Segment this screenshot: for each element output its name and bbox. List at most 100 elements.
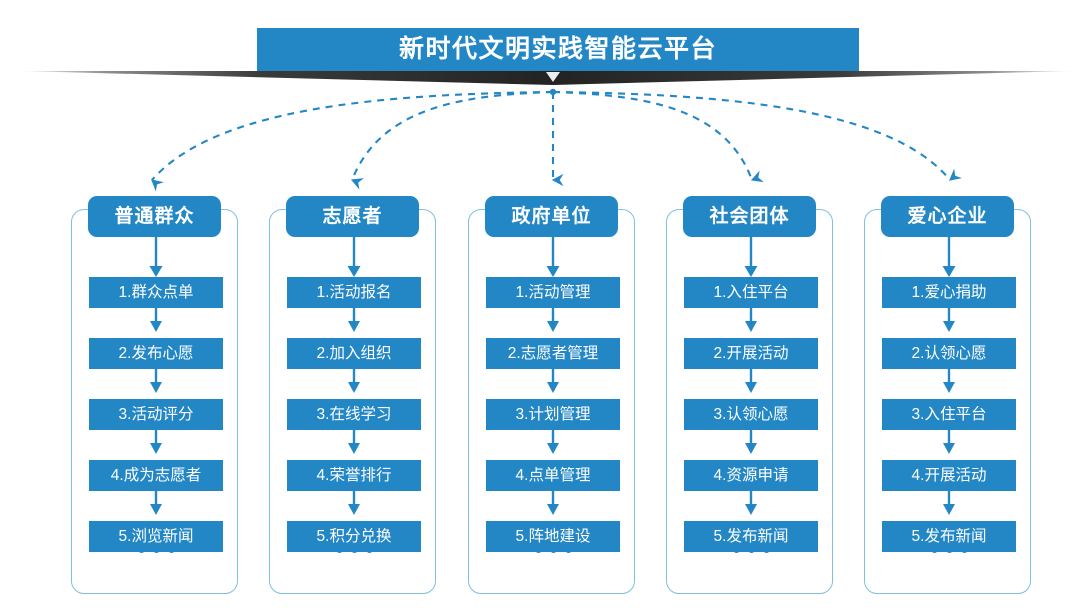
banner-chevron-icon [546,72,560,82]
column-items: 1.群众点单 2.发布心愿 3.活动评分 4.成为志愿者 [57,277,255,552]
column-title: 政府单位 [511,206,592,227]
item-label: 4.荣誉排行 [316,466,392,484]
item-label: 3.计划管理 [515,405,591,423]
item-arrow [348,308,360,332]
stem-arrow [347,237,361,277]
dot [350,546,358,554]
column-header-government-unit[interactable]: 政府单位 [485,196,618,237]
column-government-unit: 政府单位 1.活动管理 2.志愿者管理 3.计划管理 [454,196,652,598]
list-item[interactable]: 2.发布心愿 [57,338,255,369]
list-item[interactable]: 2.志愿者管理 [454,338,652,369]
list-item[interactable]: 4.成为志愿者 [57,460,255,491]
column-items: 1.爱心捐助 2.认领心愿 3.入住平台 4.开展活动 [850,277,1048,552]
column-volunteer: 志愿者 1.活动报名 2.加入组织 3.在线学习 [255,196,453,598]
item-arrow [943,308,955,332]
list-item[interactable]: 3.入住平台 [850,399,1048,430]
dot [152,546,160,554]
column-header-ordinary-public[interactable]: 普通群众 [88,196,221,237]
item-label: 5.阵地建设 [515,527,591,545]
connector-to-volunteer [350,90,554,190]
item-arrow [547,491,559,515]
list-item[interactable]: 1.活动报名 [255,277,453,308]
item-arrow [150,491,162,515]
stem-arrow [744,237,758,277]
hub-node-dot [549,88,557,96]
connector-to-charitable-enterprise [552,90,962,181]
list-item[interactable]: 3.计划管理 [454,399,652,430]
item-arrow [547,369,559,393]
list-item[interactable]: 4.资源申请 [652,460,850,491]
list-item[interactable]: 2.开展活动 [652,338,850,369]
item-label: 1.活动管理 [515,283,591,301]
stem-arrow [546,237,560,277]
list-item[interactable]: 3.认领心愿 [652,399,850,430]
column-items: 1.活动管理 2.志愿者管理 3.计划管理 4.点单管理 [454,277,652,552]
column-title: 社会团体 [709,206,790,227]
item-label: 5.积分兑换 [316,527,392,545]
item-label: 2.认领心愿 [911,344,987,362]
dot [365,546,373,554]
item-label: 4.资源申请 [713,466,789,484]
item-arrow [547,430,559,454]
item-label: 1.群众点单 [118,283,194,301]
column-header-social-group[interactable]: 社会团体 [683,196,816,237]
dot [960,546,968,554]
more-indicator [652,541,850,559]
list-item[interactable]: 4.荣誉排行 [255,460,453,491]
item-label: 3.在线学习 [316,405,392,423]
list-item[interactable]: 5.浏览新闻 [57,521,255,552]
column-title: 普通群众 [114,206,195,227]
column-header-volunteer[interactable]: 志愿者 [286,196,419,237]
list-item[interactable]: 4.点单管理 [454,460,652,491]
item-label: 3.认领心愿 [713,405,789,423]
list-item[interactable]: 3.在线学习 [255,399,453,430]
item-label: 1.入住平台 [713,283,789,301]
list-item[interactable]: 2.加入组织 [255,338,453,369]
list-item[interactable]: 1.入住平台 [652,277,850,308]
column-title: 志愿者 [322,206,383,227]
list-item[interactable]: 3.活动评分 [57,399,255,430]
list-item[interactable]: 1.活动管理 [454,277,652,308]
page-title: 新时代文明实践智能云平台 [398,35,717,63]
column-items: 1.活动报名 2.加入组织 3.在线学习 4.荣誉排行 [255,277,453,552]
connector-to-social-group [552,90,764,183]
item-label: 2.志愿者管理 [507,344,599,362]
item-arrow [150,430,162,454]
item-arrow [943,369,955,393]
item-label: 1.活动报名 [316,283,392,301]
stem-arrow [149,237,163,277]
list-item[interactable]: 1.群众点单 [57,277,255,308]
item-arrow [745,369,757,393]
list-item[interactable]: 4.开展活动 [850,460,1048,491]
dot [747,546,755,554]
item-label: 5.浏览新闻 [118,527,194,545]
dot [564,546,572,554]
item-arrow [150,308,162,332]
item-label: 2.加入组织 [316,344,392,362]
list-item[interactable]: 2.认领心愿 [850,338,1048,369]
dot [930,546,938,554]
column-ordinary-public: 普通群众 1.群众点单 2.发布心愿 3.活动评分 [57,196,255,598]
dot [945,546,953,554]
column-social-group: 社会团体 1.入住平台 2.开展活动 3.认领心愿 [652,196,850,598]
item-arrow [150,369,162,393]
item-arrow [348,491,360,515]
item-arrow [943,491,955,515]
item-arrow [547,308,559,332]
item-label: 3.入住平台 [911,405,987,423]
item-arrow [348,369,360,393]
item-label: 5.发布新闻 [911,527,987,545]
item-arrow [745,491,757,515]
item-label: 2.开展活动 [713,344,789,362]
column-header-charitable-enterprise[interactable]: 爱心企业 [881,196,1014,237]
more-indicator [255,541,453,559]
banner-ribbon-shadow [20,71,1072,85]
stem-arrow [942,237,956,277]
more-indicator [850,541,1048,559]
list-item[interactable]: 1.爱心捐助 [850,277,1048,308]
item-label: 4.开展活动 [911,466,987,484]
dot [534,546,542,554]
item-label: 4.成为志愿者 [110,466,202,484]
more-indicator [57,541,255,559]
